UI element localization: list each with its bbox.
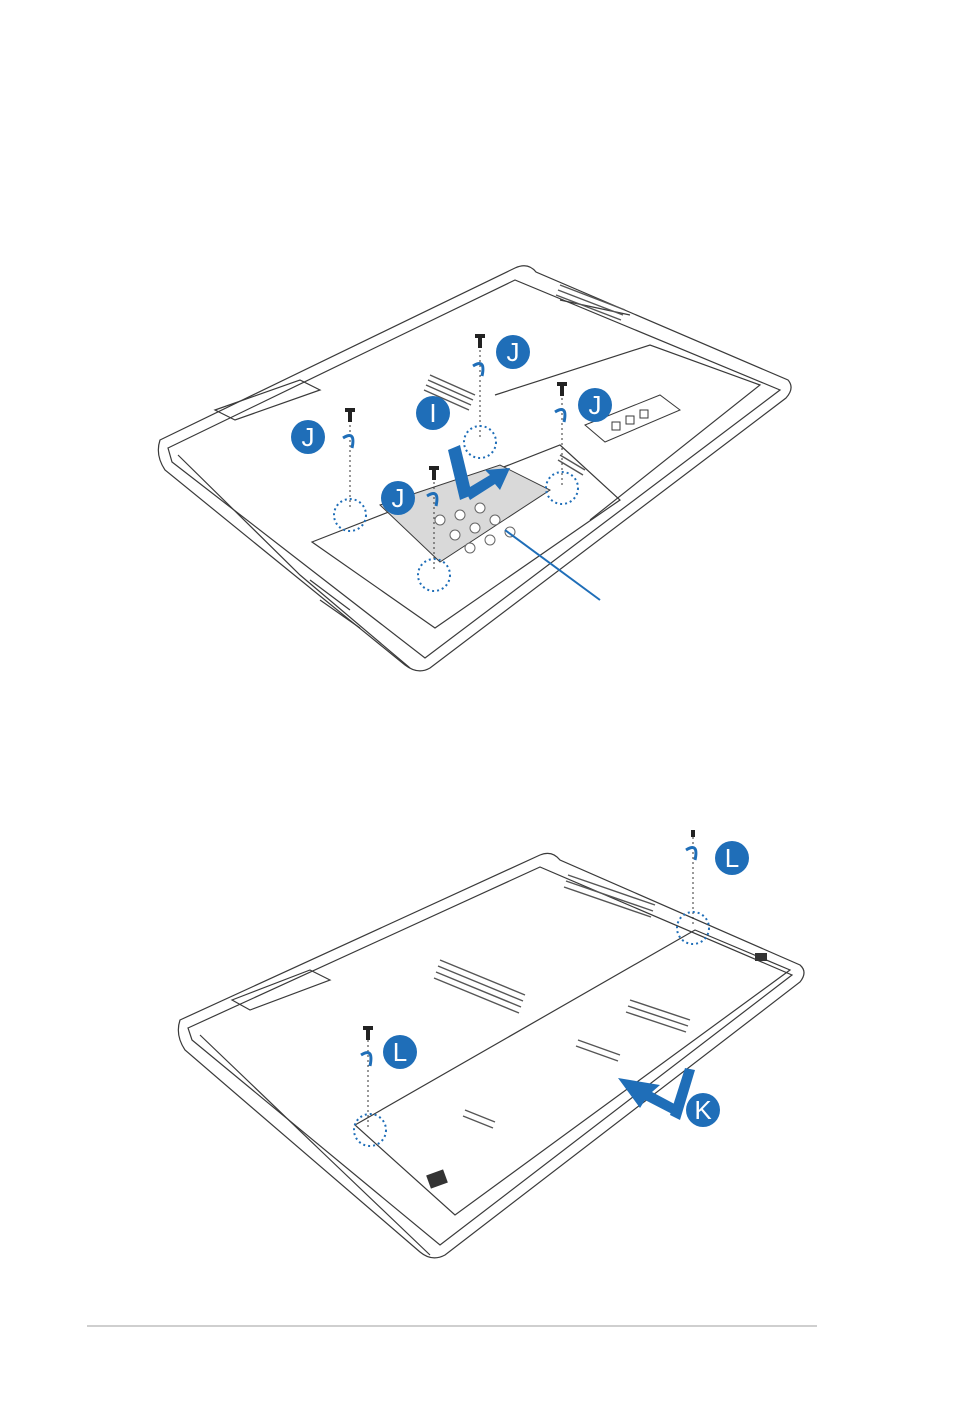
laptop-bottom-outline	[158, 266, 791, 671]
leader-line	[505, 530, 600, 600]
slide-arrow-icon	[618, 1068, 695, 1120]
callout-i: I	[416, 396, 450, 430]
callout-j-3: J	[291, 420, 325, 454]
callout-k: K	[686, 1093, 720, 1127]
laptop-bottom-outline	[178, 853, 804, 1258]
footer-rule	[87, 1325, 817, 1327]
hdd-removal-diagram: J J J J I	[0, 250, 954, 690]
svg-text:J: J	[589, 390, 602, 420]
callout-j-1: J	[496, 335, 530, 369]
callout-l-1: L	[715, 841, 749, 875]
svg-text:L: L	[725, 843, 739, 873]
callout-l-2: L	[383, 1035, 417, 1069]
svg-text:J: J	[507, 337, 520, 367]
svg-text:K: K	[694, 1095, 712, 1125]
svg-text:J: J	[302, 422, 315, 452]
callout-j-2: J	[578, 388, 612, 422]
cover-replacement-diagram: L L K	[0, 830, 954, 1270]
callout-j-4: J	[381, 481, 415, 515]
rotate-arrow-icon	[361, 848, 696, 1066]
svg-text:J: J	[392, 483, 405, 513]
screw-icon	[363, 830, 698, 1040]
svg-text:I: I	[429, 398, 436, 428]
svg-text:L: L	[393, 1037, 407, 1067]
